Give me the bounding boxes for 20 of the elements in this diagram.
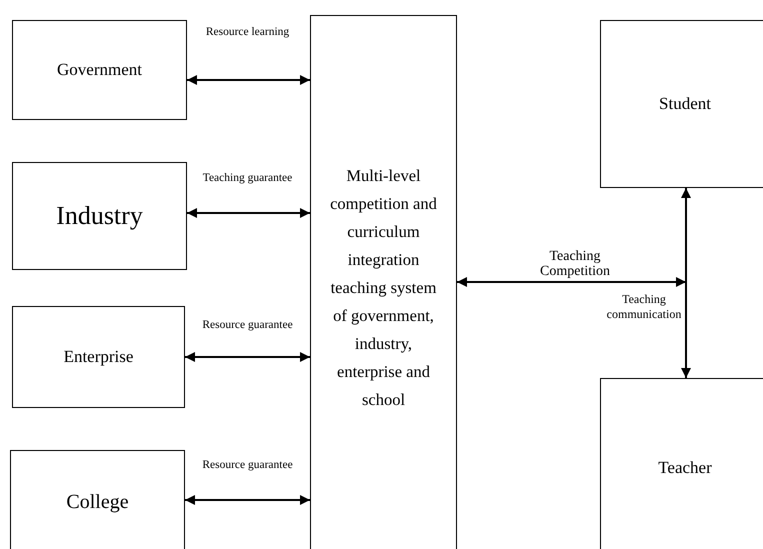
node-text: College xyxy=(66,490,129,514)
process-box xyxy=(600,378,763,549)
process-box xyxy=(600,20,763,188)
double-arrow xyxy=(187,75,310,85)
process-box xyxy=(310,15,457,549)
process-box xyxy=(12,162,187,270)
double-arrow xyxy=(681,188,691,378)
double-arrow xyxy=(185,352,310,362)
double-arrow xyxy=(457,277,686,287)
node-text: Industry xyxy=(56,201,143,231)
node-text: Student xyxy=(659,93,711,115)
node-text: Teacher xyxy=(658,457,712,479)
process-box xyxy=(10,450,185,549)
process-box xyxy=(12,20,187,120)
process-box xyxy=(12,306,185,408)
double-arrow xyxy=(187,208,310,218)
node-text: Government xyxy=(57,59,142,81)
double-arrow xyxy=(185,495,310,505)
node-text: Multi-level competition and curriculum integration teaching system of government, industry, enterprise and school xyxy=(329,164,438,410)
node-text: Enterprise xyxy=(64,346,134,368)
